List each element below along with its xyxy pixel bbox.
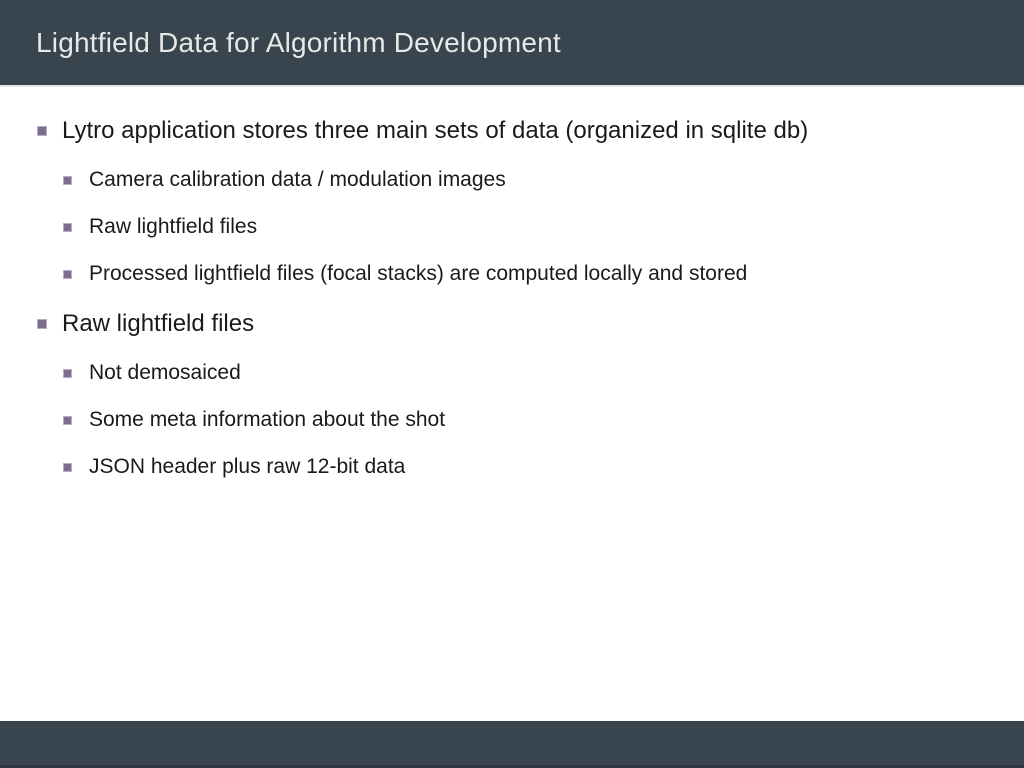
bullet-square-icon <box>63 270 72 279</box>
slide-body: Lytro application stores three main sets… <box>0 89 1024 721</box>
bullet-item-level2: Some meta information about the shot <box>0 406 1024 434</box>
bullet-text: JSON header plus raw 12-bit data <box>89 455 406 478</box>
bullet-item-level2: Camera calibration data / modulation ima… <box>0 166 1024 194</box>
bullet-item-level2: Not demosaiced <box>0 359 1024 387</box>
bullet-text: Not demosaiced <box>89 361 241 384</box>
bullet-item-level1: Raw lightfield files <box>0 307 1024 340</box>
bullet-item-level1: Lytro application stores three main sets… <box>0 114 1024 147</box>
bullet-square-icon <box>63 463 72 472</box>
slide-footer <box>0 721 1024 768</box>
bullet-text: Processed lightfield files (focal stacks… <box>89 262 748 285</box>
bullet-square-icon <box>63 176 72 185</box>
bullet-text: Raw lightfield files <box>62 310 255 337</box>
bullet-text: Camera calibration data / modulation ima… <box>89 168 506 191</box>
bullet-square-icon <box>63 223 72 232</box>
bullet-text: Some meta information about the shot <box>89 408 446 431</box>
bullet-item-level2: JSON header plus raw 12-bit data <box>0 453 1024 481</box>
bullet-square-icon <box>63 369 72 378</box>
slide-title: Lightfield Data for Algorithm Developmen… <box>36 26 561 58</box>
bullet-square-icon <box>37 126 47 136</box>
slide-header: Lightfield Data for Algorithm Developmen… <box>0 0 1024 87</box>
bullet-item-level2: Raw lightfield files <box>0 213 1024 241</box>
bullet-text: Raw lightfield files <box>89 215 258 238</box>
bullet-text: Lytro application stores three main sets… <box>62 117 809 144</box>
bullet-item-level2: Processed lightfield files (focal stacks… <box>0 260 1024 288</box>
bullet-square-icon <box>37 319 47 329</box>
bullet-square-icon <box>63 416 72 425</box>
